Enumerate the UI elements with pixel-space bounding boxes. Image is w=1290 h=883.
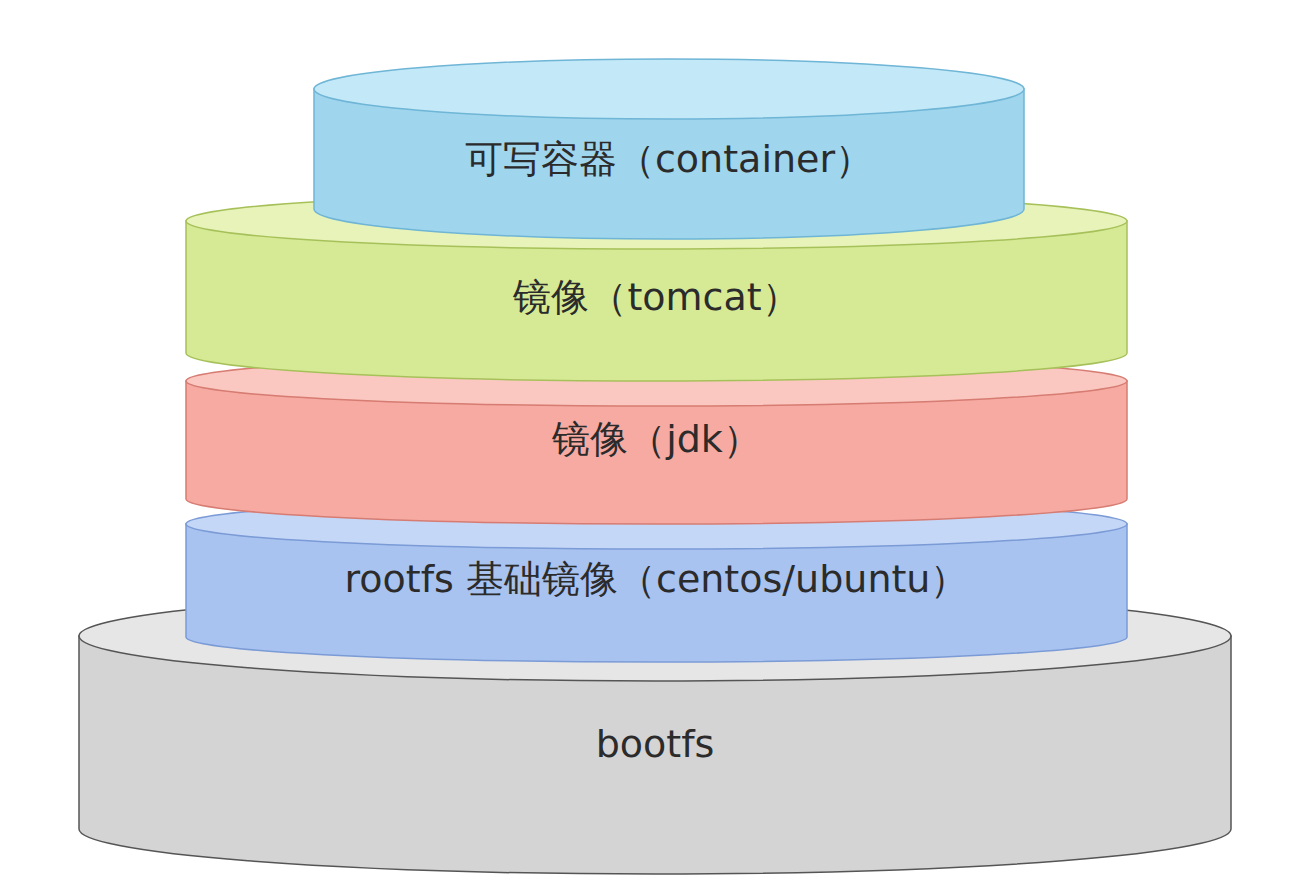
layer-label: 可写容器（container） — [465, 137, 873, 183]
layer-label: 镜像（jdk） — [552, 417, 761, 463]
cylinder-top — [314, 59, 1024, 119]
layer-label: bootfs — [596, 722, 715, 768]
layer-cylinder: 可写容器（container） — [313, 58, 1025, 240]
layer-label: rootfs 基础镜像（centos/ubuntu） — [345, 557, 969, 603]
layer-label: 镜像（tomcat） — [513, 275, 799, 321]
